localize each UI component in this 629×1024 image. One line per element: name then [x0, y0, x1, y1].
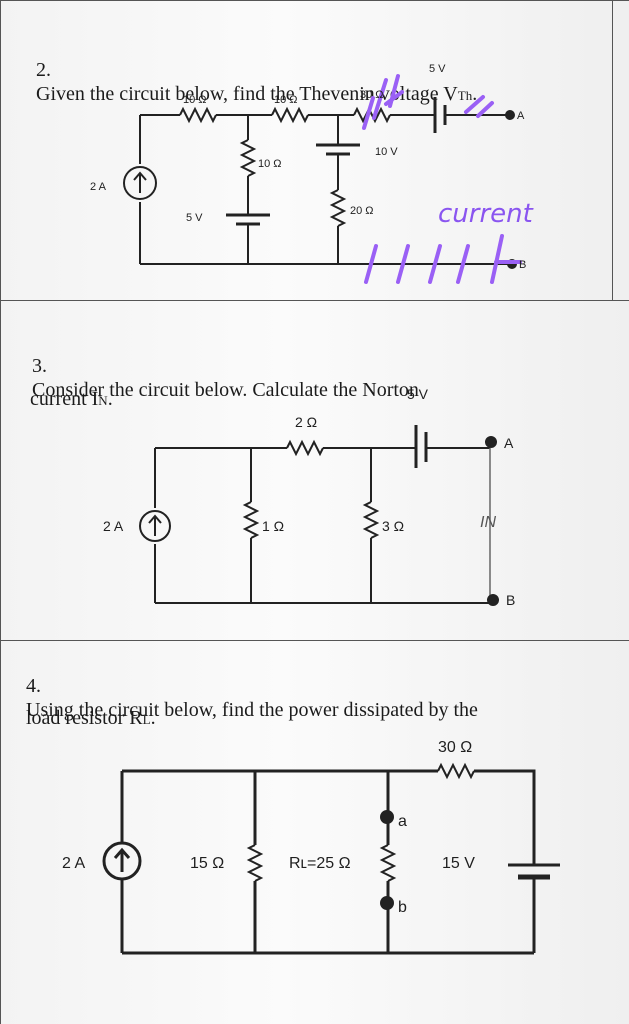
scribble-mark [464, 95, 494, 118]
label-3-ohm: 3 Ω [382, 518, 404, 534]
node-b-dot [380, 896, 394, 910]
question-body: current I [30, 388, 99, 410]
question-body: Using the circuit below, find the power … [26, 699, 478, 721]
label-5v-top: 5 V [429, 63, 446, 75]
label-2a: 2 A [62, 855, 85, 872]
question-3-text-line2: current IN. [10, 363, 113, 437]
arrow-up-icon [148, 514, 162, 536]
divider-q3-q4 [0, 640, 629, 641]
scribble-mark [490, 234, 522, 284]
divider-q2-q3 [0, 300, 629, 301]
handwritten-annotation: current [438, 199, 534, 229]
current-source-circle [139, 510, 171, 542]
question-number: 3. [32, 355, 47, 377]
question-body: load resistor R [26, 707, 143, 729]
top-rule [0, 0, 629, 1]
current-source-circle [123, 166, 157, 200]
node-b-dot [487, 594, 499, 606]
label-r3: 30 Ω [360, 89, 384, 101]
subscript: L [142, 712, 151, 727]
resistor-30-ohm [437, 762, 475, 780]
label-load-resistor: Rʟ=25 Ω [289, 855, 351, 872]
label-r-mid: 10 Ω [258, 158, 282, 170]
resistor-30-ohm [353, 106, 391, 124]
question-number: 4. [26, 675, 41, 697]
question-number: 2. [36, 59, 51, 81]
resistor-load [379, 844, 397, 882]
resistor-10-ohm-2 [271, 106, 309, 124]
label-r2: 10 Ω [274, 94, 298, 106]
question-4-text-line2: load resistor RL. [6, 682, 156, 756]
period: . [107, 388, 113, 410]
question-3-text: 3. Consider the circuit below. Calculate… [12, 330, 419, 426]
wire [474, 769, 536, 865]
question-4-text: 4. Using the circuit below, find the pow… [6, 650, 478, 746]
right-border [612, 0, 613, 300]
label-5v: 5 V [407, 386, 429, 402]
label-15v: 15 V [442, 855, 475, 872]
resistor-3-ohm [362, 501, 380, 539]
arrow-up-icon [133, 171, 147, 193]
label-2a: 2 A [103, 518, 124, 534]
q2-circuit [123, 97, 512, 265]
label-30-ohm: 30 Ω [438, 739, 472, 756]
resistor-20-ohm [329, 189, 347, 227]
current-source-circle [102, 841, 142, 881]
subscript: Th [457, 88, 473, 103]
label-node-b: B [506, 592, 515, 608]
node-a-dot [505, 110, 515, 120]
node-a-dot [380, 810, 394, 824]
resistor-10-ohm-vertical [239, 139, 257, 177]
label-node-a: A [504, 435, 514, 451]
label-r1: 10 Ω [183, 94, 207, 106]
question-body: Given the circuit below, find the Theven… [36, 83, 458, 105]
period: . [472, 83, 478, 105]
label-1-ohm: 1 Ω [262, 518, 284, 534]
node-a-dot [485, 436, 497, 448]
question-body: Consider the circuit below. Calculate th… [32, 379, 419, 401]
resistor-2-ohm [286, 439, 324, 457]
resistor-10-ohm-1 [179, 106, 217, 124]
label-10v: 10 V [375, 146, 398, 158]
q3-circuit [139, 425, 492, 604]
arrow-up-icon [113, 847, 131, 872]
q4-circuit [102, 762, 560, 955]
label-20-ohm: 20 Ω [350, 205, 374, 217]
label-2-ohm: 2 Ω [295, 414, 317, 430]
label-node-b: B [519, 259, 526, 271]
scribble-mark [362, 74, 404, 130]
subscript: N [98, 393, 108, 408]
label-node-a: a [398, 813, 407, 830]
label-15-ohm: 15 Ω [190, 855, 224, 872]
left-border [0, 0, 1, 1024]
label-5v-left: 5 V [186, 212, 203, 224]
label-node-b: b [398, 899, 407, 916]
handwritten-in-label: IN [480, 514, 496, 531]
resistor-1-ohm [242, 501, 260, 539]
label-node-a: A [517, 110, 525, 122]
question-2-text: 2. Given the circuit below, find the The… [16, 34, 477, 132]
handwritten-scribbles [362, 74, 522, 284]
scribble-mark [364, 244, 470, 284]
period: . [150, 707, 156, 729]
resistor-15-ohm [246, 844, 264, 882]
label-2a: 2 A [90, 181, 107, 193]
